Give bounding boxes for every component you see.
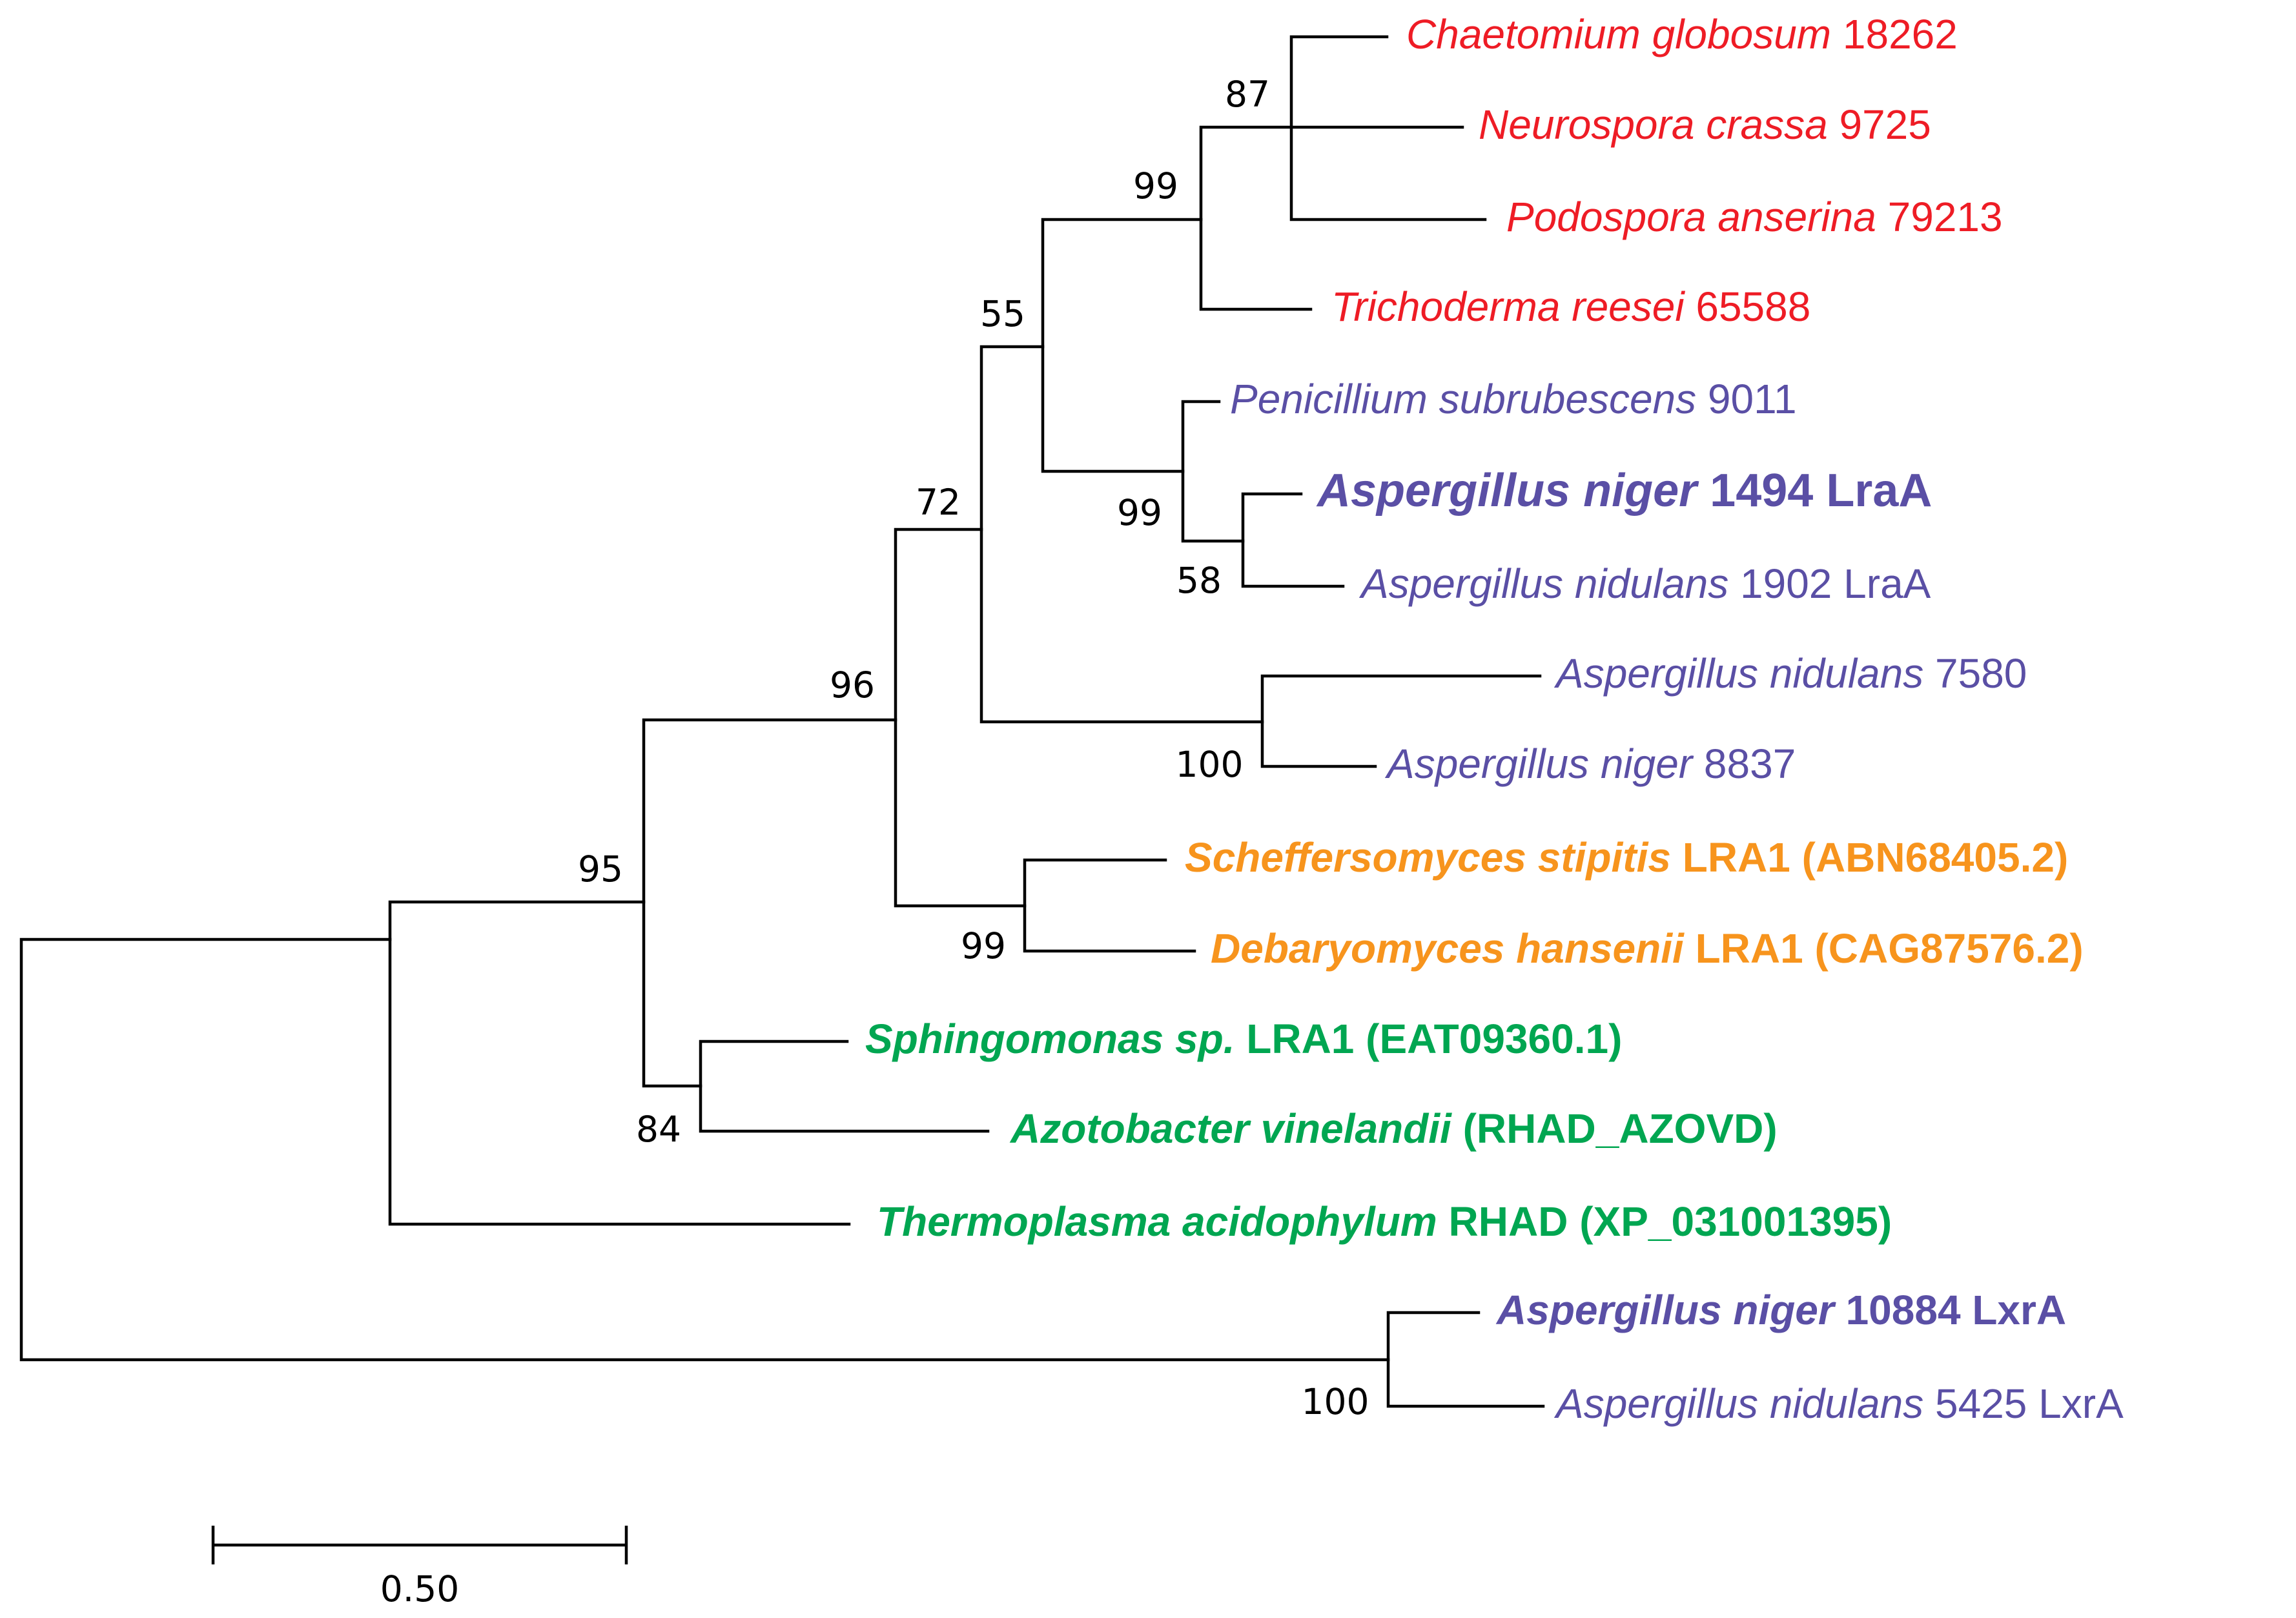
leaf-suffix: 18262	[1831, 11, 1958, 57]
leaf-suffix: LRA1 (EAT09360.1)	[1235, 1016, 1622, 1062]
bootstrap-value: 84	[636, 1109, 681, 1150]
leaf-suffix: LRA1 (CAG87576.2)	[1684, 925, 2084, 972]
leaf-suffix: 1494 LraA	[1697, 465, 1932, 517]
leaf-suffix: 65588	[1685, 283, 1811, 330]
species-name: Penicillium subrubescens	[1230, 376, 1696, 422]
bootstrap-value: 100	[1176, 744, 1244, 785]
leaf-label: Aspergillus nidulans 7580	[1553, 650, 2027, 697]
leaf-labels: Chaetomium globosum 18262 Neurospora cra…	[865, 11, 2124, 1427]
leaf-suffix: 9725	[1828, 101, 1931, 148]
leaf-suffix: 7580	[1923, 650, 2027, 697]
leaf-suffix: 10884 LxrA	[1834, 1287, 2066, 1333]
species-name: Podospora anserina	[1506, 194, 1876, 240]
leaf-label: Aspergillus niger 8837	[1384, 741, 1796, 787]
leaf-label: Aspergillus niger 1494 LraA	[1316, 465, 1932, 517]
species-name: Aspergillus nidulans	[1553, 650, 1923, 697]
leaf-label: Podospora anserina 79213	[1506, 194, 2003, 240]
leaf-label: Scheffersomyces stipitis LRA1 (ABN68405.…	[1185, 834, 2068, 881]
leaf-suffix: 79213	[1876, 194, 2003, 240]
bootstrap-values: 87 99 55 99 58 72 100 96 99 95 84 100	[578, 74, 1369, 1422]
leaf-suffix: 5425 LxrA	[1923, 1380, 2124, 1427]
bootstrap-value: 99	[1117, 492, 1162, 533]
species-name: Aspergillus niger	[1495, 1287, 1836, 1333]
branch-node-99c	[1181, 400, 1245, 543]
leaf-label: Penicillium subrubescens 9011	[1230, 376, 1797, 422]
species-name: Chaetomium globosum	[1406, 11, 1831, 57]
scale-bar-label: 0.50	[380, 1568, 459, 1610]
leaf-suffix: LRA1 (ABN68405.2)	[1671, 834, 2068, 881]
leaf-label: Trichoderma reesei 65588	[1331, 283, 1810, 330]
scale-bar: 0.50	[211, 1526, 628, 1610]
branch-node-72-99	[894, 527, 1027, 908]
species-name: Sphingomonas sp.	[865, 1016, 1235, 1062]
leaf-label: Sphingomonas sp. LRA1 (EAT09360.1)	[865, 1016, 1622, 1062]
bootstrap-value: 87	[1225, 74, 1270, 115]
branch-node-99a	[1041, 218, 1203, 473]
leaf-suffix: 8837	[1692, 741, 1796, 787]
species-name: Aspergillus niger	[1384, 741, 1694, 787]
branch-root	[19, 937, 1390, 1362]
branch-node-84	[699, 1039, 990, 1133]
leaf-label: Neurospora crassa 9725	[1479, 101, 1931, 148]
species-name: Scheffersomyces stipitis	[1185, 834, 1671, 881]
species-name: Aspergillus nidulans	[1358, 560, 1728, 607]
leaf-label: Azotobacter vinelandii (RHAD_AZOVD)	[1009, 1105, 1778, 1152]
bootstrap-value: 96	[830, 664, 875, 706]
bootstrap-value: 55	[980, 293, 1025, 334]
species-name: Trichoderma reesei	[1331, 283, 1685, 330]
branch-node-100b	[1386, 1311, 1545, 1408]
leaf-suffix: 1902 LraA	[1728, 560, 1931, 607]
branch-node-96-84	[642, 718, 897, 1088]
branch-node-99b	[1199, 125, 1313, 311]
species-name: Thermoplasma acidophylum	[877, 1198, 1437, 1245]
bootstrap-value: 72	[916, 482, 961, 523]
species-name: Neurospora crassa	[1479, 101, 1828, 148]
scale-bar-line	[211, 1526, 628, 1564]
branch-node-87	[1289, 35, 1487, 221]
branch-node-95	[388, 900, 851, 1226]
leaf-suffix: (RHAD_AZOVD)	[1451, 1105, 1778, 1152]
leaf-label: Aspergillus niger 10884 LxrA	[1495, 1287, 2066, 1333]
leaf-label: Debaryomyces hansenii LRA1 (CAG87576.2)	[1211, 925, 2084, 972]
branch-node-100a	[1260, 674, 1542, 768]
leaf-label: Aspergillus nidulans 1902 LraA	[1358, 560, 1931, 607]
leaf-label: Chaetomium globosum 18262	[1406, 11, 1958, 57]
species-name: Azotobacter vinelandii	[1009, 1105, 1452, 1152]
species-name: Aspergillus nidulans	[1553, 1380, 1923, 1427]
leaf-label: Aspergillus nidulans 5425 LxrA	[1553, 1380, 2124, 1427]
bootstrap-value: 58	[1176, 560, 1222, 601]
tree-branches	[19, 35, 1545, 1408]
bootstrap-value: 95	[578, 848, 623, 890]
bootstrap-value: 99	[1133, 165, 1178, 207]
branch-node-yeast	[1023, 858, 1196, 953]
bootstrap-value: 99	[961, 925, 1006, 967]
leaf-suffix: 9011	[1696, 376, 1796, 422]
bootstrap-value: 100	[1302, 1381, 1369, 1422]
species-name: Debaryomyces hansenii	[1211, 925, 1685, 972]
branch-node-55	[979, 345, 1264, 724]
leaf-label: Thermoplasma acidophylum RHAD (XP_031001…	[877, 1198, 1892, 1245]
species-name: Aspergillus niger	[1316, 465, 1699, 517]
leaf-suffix: RHAD (XP_031001395)	[1437, 1198, 1892, 1245]
branch-node-58	[1241, 492, 1345, 588]
